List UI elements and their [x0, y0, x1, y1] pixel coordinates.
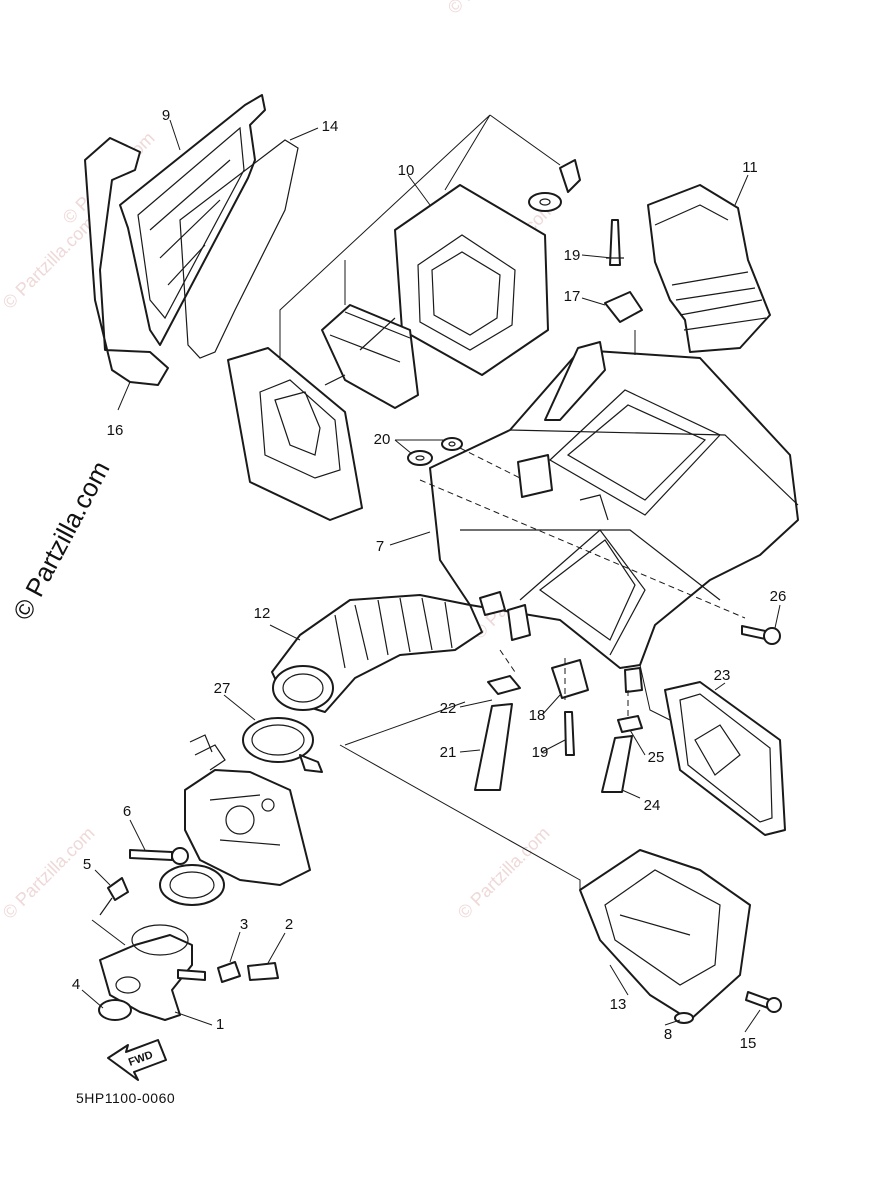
element-holder [227, 347, 363, 521]
part-1-manifold [99, 924, 206, 1021]
part-14-gasket [179, 139, 299, 359]
part-6-bolt [129, 847, 189, 865]
callout-10: 10 [398, 162, 415, 179]
callout-20: 20 [374, 431, 391, 448]
callout-4: 4 [72, 976, 80, 993]
leader-lines [81, 114, 781, 1033]
dashed-lines [419, 447, 746, 716]
part-5-screw [99, 877, 129, 916]
watermark: © Partzilla.com [0, 213, 99, 313]
case-outlet-pipe [507, 604, 531, 641]
washer-clip [528, 159, 581, 212]
manifold-clamp [159, 864, 225, 906]
callout-8: 8 [664, 1026, 672, 1043]
element-frame [321, 304, 419, 409]
part-12-joint [271, 594, 483, 713]
part-19-pin-bottom [564, 711, 575, 756]
callout-12: 12 [254, 605, 271, 622]
part-7-case [429, 341, 799, 669]
side-watermark: © Partzilla.com [7, 456, 116, 625]
callouts: 9 14 10 11 19 17 16 20 7 26 12 23 27 22 … [72, 107, 787, 1052]
watermark: © Partzilla.com [454, 823, 554, 923]
part-16-clamp [84, 137, 169, 386]
callout-22: 22 [440, 700, 457, 717]
part-18-holder [551, 659, 589, 699]
part-24-hose [601, 735, 633, 793]
callout-17: 17 [564, 288, 581, 305]
part-25-clip [617, 715, 643, 733]
callout-24: 24 [644, 797, 661, 814]
part-19-pin-top [606, 219, 624, 266]
case-drain-pipe [624, 667, 643, 693]
part-8-collar [674, 1012, 694, 1024]
part-27-clamp [242, 717, 323, 773]
part-11-duct [647, 184, 771, 353]
callout-16: 16 [107, 422, 124, 439]
part-3-clip [217, 961, 241, 983]
callout-23: 23 [714, 667, 731, 684]
callout-2: 2 [285, 916, 293, 933]
diagram-code: 5HP1100-0060 [76, 1090, 176, 1106]
callout-6: 6 [123, 803, 131, 820]
callout-14: 14 [322, 118, 339, 135]
part-26-bolt [741, 625, 781, 645]
part-9-case-cover [119, 94, 266, 346]
part-15-screw [745, 991, 782, 1013]
carburetor [184, 734, 311, 886]
callout-11: 11 [742, 159, 758, 176]
callout-19a: 19 [564, 247, 581, 264]
part-13-cover [579, 849, 751, 1021]
callout-9: 9 [162, 107, 170, 124]
callout-3: 3 [240, 916, 248, 933]
part-4-o-ring [98, 999, 132, 1021]
callout-19b: 19 [532, 744, 549, 761]
fwd-arrow: FWD [107, 1039, 167, 1081]
case-nipple [479, 591, 506, 616]
callout-26: 26 [770, 588, 787, 605]
callout-7: 7 [376, 538, 384, 555]
part-22-clip [487, 675, 521, 695]
part-10-element [394, 184, 549, 376]
part-17-grommet [604, 291, 643, 323]
callout-25: 25 [648, 749, 665, 766]
callout-13: 13 [610, 996, 627, 1013]
callout-18: 18 [529, 707, 546, 724]
part-20-grommets [407, 437, 463, 466]
watermark: © Partzilla.com [444, 0, 544, 18]
callout-27: 27 [214, 680, 231, 697]
callout-15: 15 [740, 1035, 757, 1052]
part-2-cap [247, 962, 279, 981]
part-21-drain-hose [474, 703, 513, 791]
callout-5: 5 [83, 856, 91, 873]
callout-1: 1 [216, 1016, 224, 1033]
part-23-plate [664, 681, 786, 836]
callout-21: 21 [440, 744, 457, 761]
